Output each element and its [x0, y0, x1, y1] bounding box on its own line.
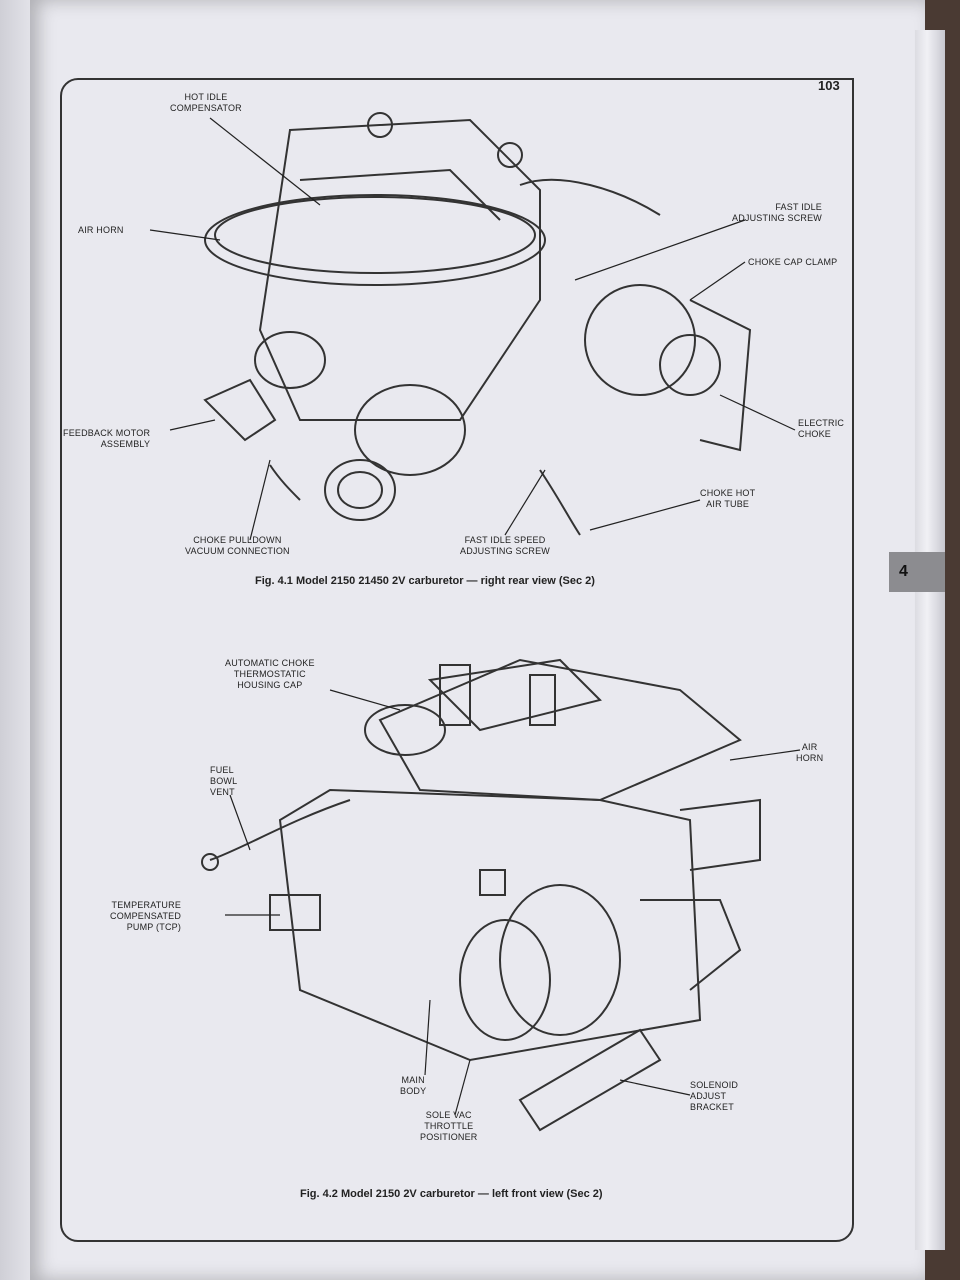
page-frame: [60, 78, 854, 1242]
page-stack-edge: [915, 30, 945, 1250]
label-air-horn-2: AIR HORN: [796, 742, 824, 763]
label-choke-hot-air-tube: CHOKE HOT AIR TUBE: [700, 488, 756, 509]
label-choke-pulldown-vacuum: CHOKE PULLDOWN VACUUM CONNECTION: [185, 535, 290, 556]
fig1-leader-lines: [149, 117, 796, 541]
label-temperature-compensated-pump: TEMPERATURE COMPENSATED PUMP (TCP): [110, 900, 182, 932]
fig2-leader-lines: [225, 689, 801, 1116]
fig1-caption: Fig. 4.1 Model 2150 21450 2V carburetor …: [255, 575, 595, 587]
label-sole-vac-throttle-positioner: SOLE VAC THROTTLE POSITIONER: [420, 1110, 478, 1142]
label-feedback-motor-assembly: FEEDBACK MOTOR ASSEMBLY: [63, 428, 151, 449]
label-automatic-choke-housing-cap: AUTOMATIC CHOKE THERMOSTATIC HOUSING CAP: [225, 658, 315, 690]
fig2-carburetor-drawing: [201, 658, 761, 1132]
manual-page: [30, 0, 925, 1280]
fig2-caption: Fig. 4.2 Model 2150 2V carburetor — left…: [300, 1188, 603, 1200]
label-fast-idle-speed-screw: FAST IDLE SPEED ADJUSTING SCREW: [460, 535, 551, 556]
label-air-horn: AIR HORN: [78, 225, 124, 235]
label-fuel-bowl-vent: FUEL BOWL VENT: [210, 765, 238, 797]
chapter-tab[interactable]: 4: [889, 552, 945, 592]
fig1-carburetor-drawing: [203, 112, 752, 536]
page-number: 103: [818, 78, 840, 93]
label-electric-choke: ELECTRIC CHOKE: [798, 418, 845, 439]
label-hot-idle-compensator: HOT IDLE COMPENSATOR: [170, 92, 242, 113]
label-choke-cap-clamp: CHOKE CAP CLAMP: [748, 257, 838, 267]
label-fast-idle-adjusting-screw: FAST IDLE ADJUSTING SCREW: [732, 202, 823, 223]
label-solenoid-adjust-bracket: SOLENOID ADJUST BRACKET: [690, 1080, 739, 1112]
label-main-body: MAIN BODY: [400, 1075, 427, 1096]
